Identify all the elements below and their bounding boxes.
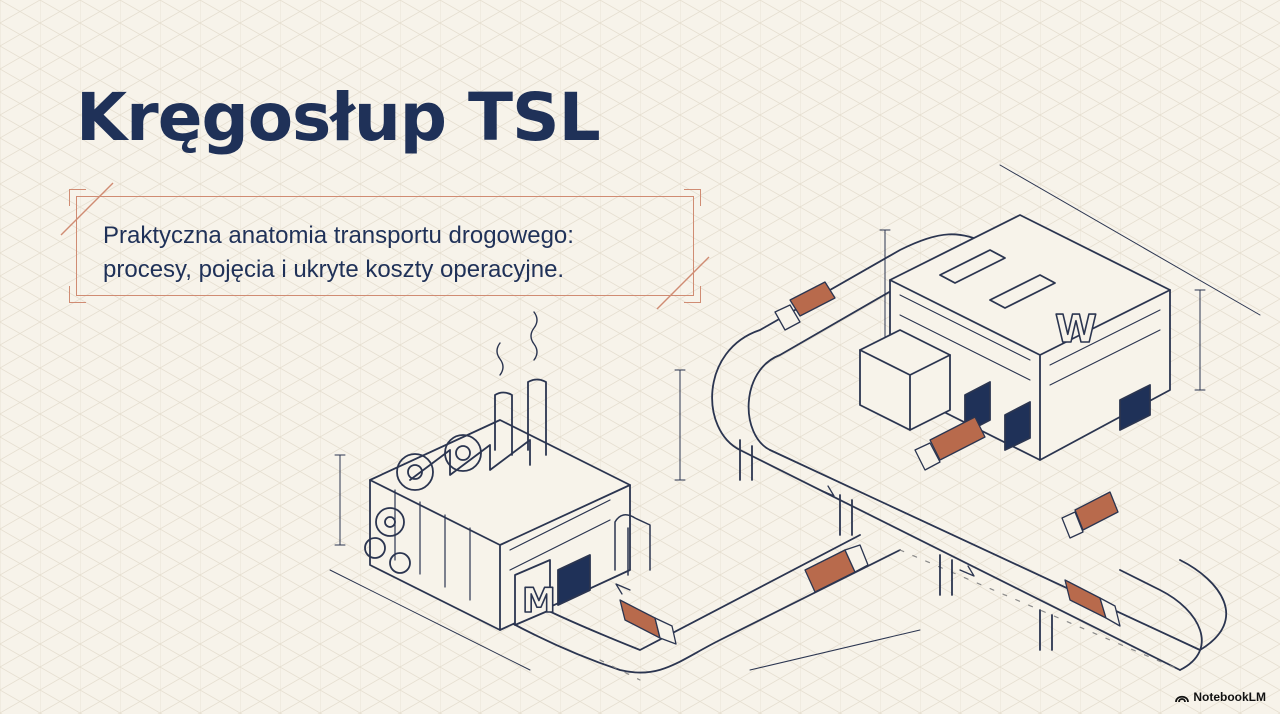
corner-diagonal [60,182,114,236]
truck [804,544,869,593]
truck [1064,579,1121,627]
corner-diagonal [656,256,710,310]
slide-title: Kręgosłup TSL [76,79,601,156]
truck [619,599,677,645]
factory: M [364,311,651,631]
corner-mark [69,286,86,303]
corner-mark [69,189,86,206]
notebooklm-logo-icon [1175,695,1190,703]
corner-mark [684,189,701,206]
warehouse: W [859,214,1171,461]
corner-mark [684,286,701,303]
notebooklm-brand: NotebookLM [1175,690,1266,704]
brand-label: NotebookLM [1193,690,1266,704]
trucks [619,281,1121,645]
truck [774,281,836,331]
factory-letter: M [522,581,556,621]
warehouse-letter: W [1055,307,1097,351]
road [439,233,1228,681]
subtitle-line-1: Praktyczna anatomia transportu drogowego… [103,222,574,249]
truck [914,416,986,471]
subtitle-box: Praktyczna anatomia transportu drogowego… [60,182,710,310]
logistics-illustration: M W [329,164,1261,681]
subtitle-line-2: procesy, pojęcia i ukryte koszty operacy… [103,256,565,283]
truck [1061,491,1119,539]
dimension-lines [329,164,1261,671]
